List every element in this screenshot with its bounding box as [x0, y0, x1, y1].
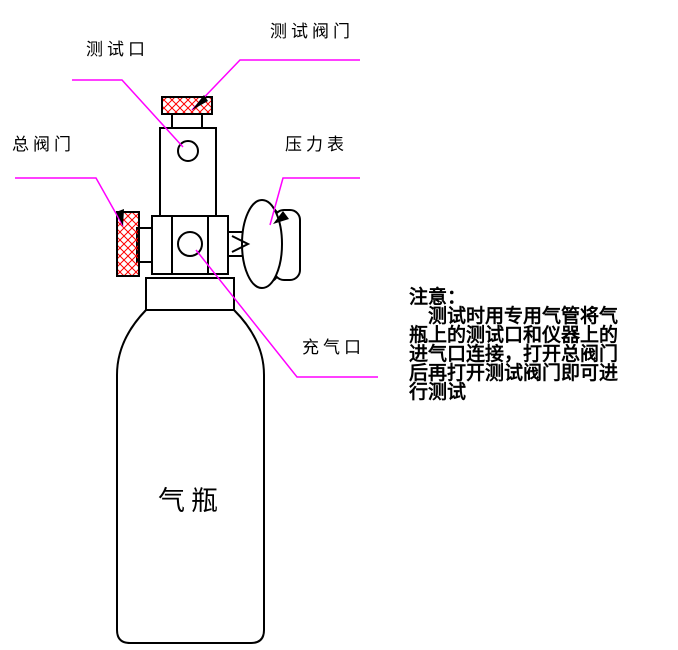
note-title: 注意：	[409, 286, 467, 308]
valve-assembly	[136, 113, 229, 275]
bottle-body	[116, 277, 265, 644]
gauge-nozzle	[231, 235, 251, 253]
label-bottle: 气瓶	[158, 486, 224, 517]
gauge-dial-rim	[241, 199, 283, 289]
leader-main-valve	[15, 177, 124, 227]
leader-test-port	[72, 79, 184, 148]
leader-test-valve	[191, 59, 360, 111]
arrowhead-main-valve	[116, 209, 124, 226]
leader-fill-port	[195, 249, 378, 378]
label-test-port: 测试口	[86, 40, 149, 60]
label-pressure-gauge: 压力表	[285, 135, 348, 155]
note-line: 行测试	[409, 381, 467, 403]
note-line: 测试时用专用气管将气	[409, 305, 619, 327]
leader-lines	[15, 59, 378, 378]
arrowhead-test-valve	[192, 95, 208, 110]
arrowheads	[116, 95, 289, 226]
label-fill-port: 充气口	[302, 338, 365, 358]
main-valve-knob	[116, 211, 140, 277]
note-line: 瓶上的测试口和仪器上的	[409, 324, 619, 346]
instruction-note: 注意： 测试时用专用气管将气 瓶上的测试口和仪器上的 进气口连接，打开总阀门 后…	[409, 288, 677, 402]
pressure-gauge	[227, 199, 301, 289]
arrowhead-pressure-gauge	[273, 211, 289, 224]
label-main-valve: 总阀门	[12, 135, 75, 155]
note-line: 进气口连接，打开总阀门	[409, 343, 619, 365]
leader-pressure-gauge	[269, 177, 360, 226]
note-line: 后再打开测试阀门即可进	[409, 362, 619, 384]
test-valve-base	[171, 113, 203, 129]
label-test-valve: 测试阀门	[270, 22, 354, 42]
bottle	[116, 277, 265, 644]
